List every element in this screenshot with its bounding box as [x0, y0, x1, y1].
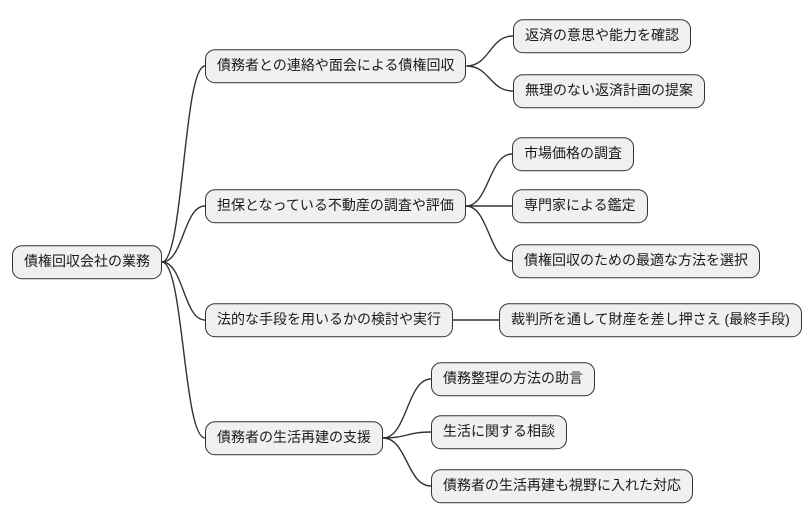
leaf-node-2-1: 市場価格の調査	[512, 137, 634, 171]
root-node: 債権回収会社の業務	[12, 245, 162, 279]
leaf-node-2-2: 専門家による鑑定	[512, 189, 648, 223]
leaf-node-4-1: 債務整理の方法の助言	[431, 362, 595, 396]
leaf-node-1-1: 返済の意思や能力を確認	[513, 19, 691, 53]
branch-node-1: 債務者との連絡や面会による債権回収	[205, 49, 467, 83]
branch-node-2: 担保となっている不動産の調査や評価	[205, 189, 466, 223]
branch-node-3: 法的な手段を用いるかの検討や実行	[205, 303, 453, 337]
leaf-node-4-2: 生活に関する相談	[431, 415, 567, 449]
leaf-node-2-3: 債権回収のための最適な方法を選択	[512, 244, 760, 278]
branch-node-4: 債務者の生活再建の支援	[205, 421, 383, 455]
leaf-node-3-1: 裁判所を通して財産を差し押さえ (最終手段)	[499, 303, 802, 337]
leaf-node-4-3: 債務者の生活再建も視野に入れた対応	[431, 469, 693, 503]
leaf-node-1-2: 無理のない返済計画の提案	[513, 74, 705, 108]
